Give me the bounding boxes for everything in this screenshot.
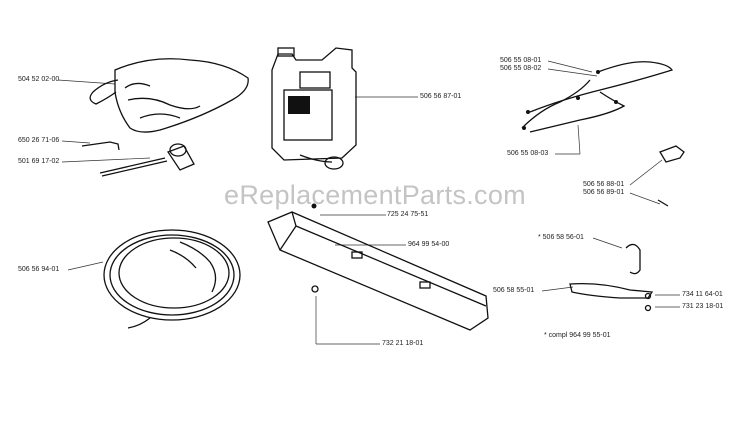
part-number-label: 731 23 18-01 [682,303,724,310]
part-number-label: 650 26 71-06 [18,137,60,144]
part-number-label: 506 55 08-02 [500,65,542,72]
part-number-label: 734 11 64-01 [682,291,723,298]
cable-set-drawing [521,61,674,133]
carrying-bag-drawing [89,58,249,133]
part-number-label: 506 58 55-01 [493,287,535,294]
part-number-label: 732 21 18-01 [382,340,424,347]
part-number-label: 506 56 88-01 [583,181,625,188]
coiled-hose-drawing [103,229,241,329]
part-number-label: 506 56 89-01 [583,189,625,196]
part-number-label: * 506 58 56-01 [538,234,584,241]
part-number-label: 725 24 75-51 [387,211,429,218]
part-number-label: 506 56 94-01 [18,266,60,273]
part-number-label: 504 52 02-00 [18,76,60,83]
connector-drawing [657,145,685,207]
part-number-label: 506 55 08-01 [500,57,542,64]
watermark: eReplacementParts.com [224,180,526,210]
combination-spanner-drawing [99,143,195,177]
hex-key-drawing [81,141,120,151]
bracket-drawing [569,243,654,312]
part-number-label: 964 99 54-00 [408,241,450,248]
leader-lines [57,60,680,345]
transport-guard-drawing [267,203,489,331]
fuel-container-drawing [271,47,357,170]
part-number-label: 506 55 08-03 [507,150,549,157]
part-number-label: 506 56 87-01 [420,93,462,100]
part-number-label: * compl 964 99 55-01 [544,332,611,339]
part-number-label: 501 69 17-02 [18,158,60,165]
